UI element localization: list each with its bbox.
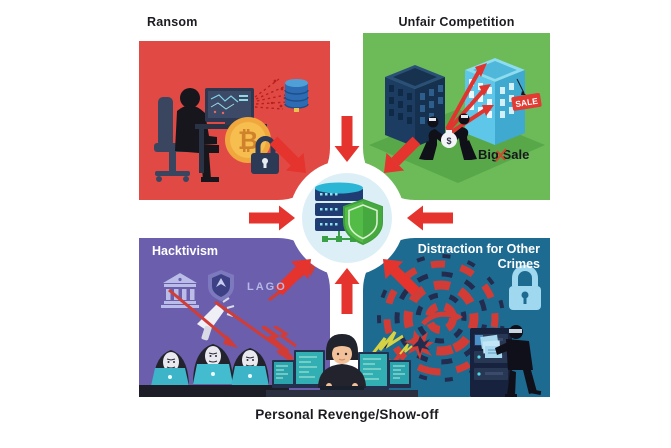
- monitor-cluster: [272, 350, 411, 390]
- ransom-title: Ransom: [147, 15, 198, 29]
- desk-surface: [266, 390, 418, 397]
- arrow-left: [249, 205, 295, 231]
- bank-icon: [161, 273, 199, 308]
- competition-illustration: SALE $: [369, 58, 545, 183]
- personal-revenge-title: Personal Revenge/Show-off: [255, 407, 439, 422]
- data-thief-illustration: [495, 325, 542, 397]
- dark-building-icon: [385, 65, 445, 147]
- explosion-icon: [399, 330, 434, 360]
- hacktivism-illustration: [139, 263, 317, 397]
- arrow-top-left: [264, 131, 315, 182]
- database-icon: [284, 79, 309, 112]
- lock-icon: [509, 265, 541, 310]
- hacker-boy-figure: [318, 334, 366, 391]
- shield-icon: [343, 198, 383, 246]
- money-bag-icon: $: [441, 130, 457, 148]
- quadrant-ransom: ₿: [139, 41, 330, 200]
- monitor-icon: [205, 88, 254, 125]
- quadrant-unfair-competition: SALE $: [363, 33, 550, 200]
- lago-logo-text: LAGO: [247, 281, 287, 293]
- distraction-title: Distraction for Other Crimes: [417, 242, 540, 271]
- attack-burst: [254, 78, 291, 110]
- personal-revenge-illustration: [262, 326, 434, 397]
- sale-tag-icon: SALE: [511, 78, 542, 111]
- zigzag-attack-arrows: [262, 326, 297, 364]
- lago-badge-icon: [208, 270, 234, 301]
- megaphone-icon: [197, 297, 235, 341]
- anonymous-hackers-illustration: [139, 344, 289, 397]
- laptop-icons: [151, 364, 269, 386]
- hacktivism-title: Hacktivism: [152, 244, 219, 258]
- ransom-illustration: ₿: [154, 78, 309, 182]
- protected-server-icon: [315, 182, 383, 246]
- arrow-top: [334, 116, 360, 162]
- sale-sign-text: SALE: [515, 96, 539, 109]
- bitcoin-symbol: ₿: [238, 127, 258, 155]
- arrow-right: [407, 205, 453, 231]
- arrow-bottom: [334, 268, 360, 314]
- money-exchange-figures: $: [419, 113, 477, 160]
- big-sale-strike-mark: [495, 148, 507, 162]
- big-sale-text: Big Sale: [478, 147, 530, 162]
- arrow-top-right: [375, 131, 426, 182]
- unfair-competition-title: Unfair Competition: [398, 15, 515, 29]
- light-building-icon: [465, 58, 525, 145]
- dollar-symbol: $: [446, 136, 451, 146]
